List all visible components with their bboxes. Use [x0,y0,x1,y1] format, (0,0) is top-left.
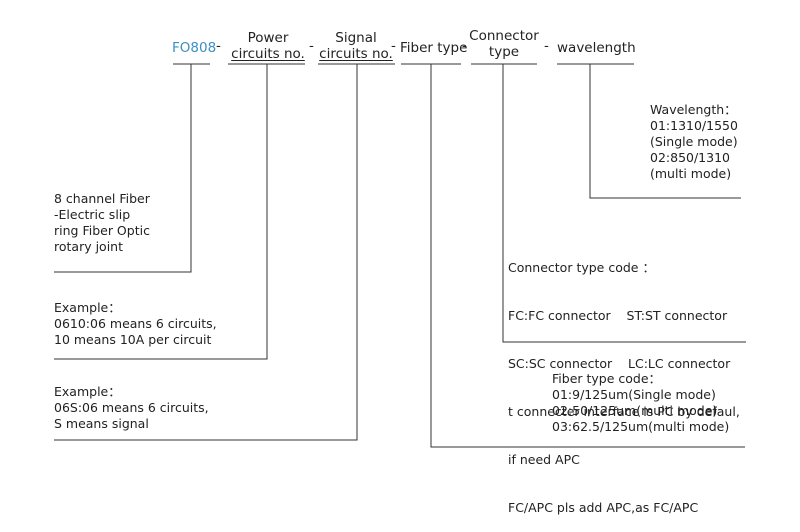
separator-dash: - [544,38,549,54]
fiber-type-code-note: Fiber type code： 01:9/125um(Single mode)… [552,371,730,434]
model-code: FO808 [172,40,217,56]
separator-dash: - [216,38,221,54]
wavelength-leader [557,63,741,199]
signal-leader [54,63,395,441]
separator-dash: - [391,38,396,54]
signal-example-note: Example： 06S:06 means 6 circuits, S mean… [54,384,209,431]
separator-dash: - [309,38,314,54]
power-example-note: Example： 0610:06 means 6 circuits, 10 me… [54,300,217,347]
connector-lines [54,63,746,448]
model-code-leader [54,63,210,273]
fiber-type-label: Fiber type [400,40,468,56]
product-description: 8 channel Fiber -Electric slip ring Fibe… [54,191,150,254]
separator-dash: - [462,38,467,54]
wavelength-code-note: Wavelength： 01:1310/1550 (Single mode) 0… [650,102,738,181]
power-leader [54,63,305,360]
power-circuits-label: Power circuits no. [231,30,305,62]
connector-leader [471,63,746,343]
fiber-type-leader [401,63,745,448]
signal-circuits-label: Signal circuits no. [319,30,393,62]
connector-type-label: Connector type [469,28,539,60]
connector-type-code-note: Connector type code ： FC:FC connector ST… [508,260,740,515]
wavelength-label: wavelength [557,40,636,56]
